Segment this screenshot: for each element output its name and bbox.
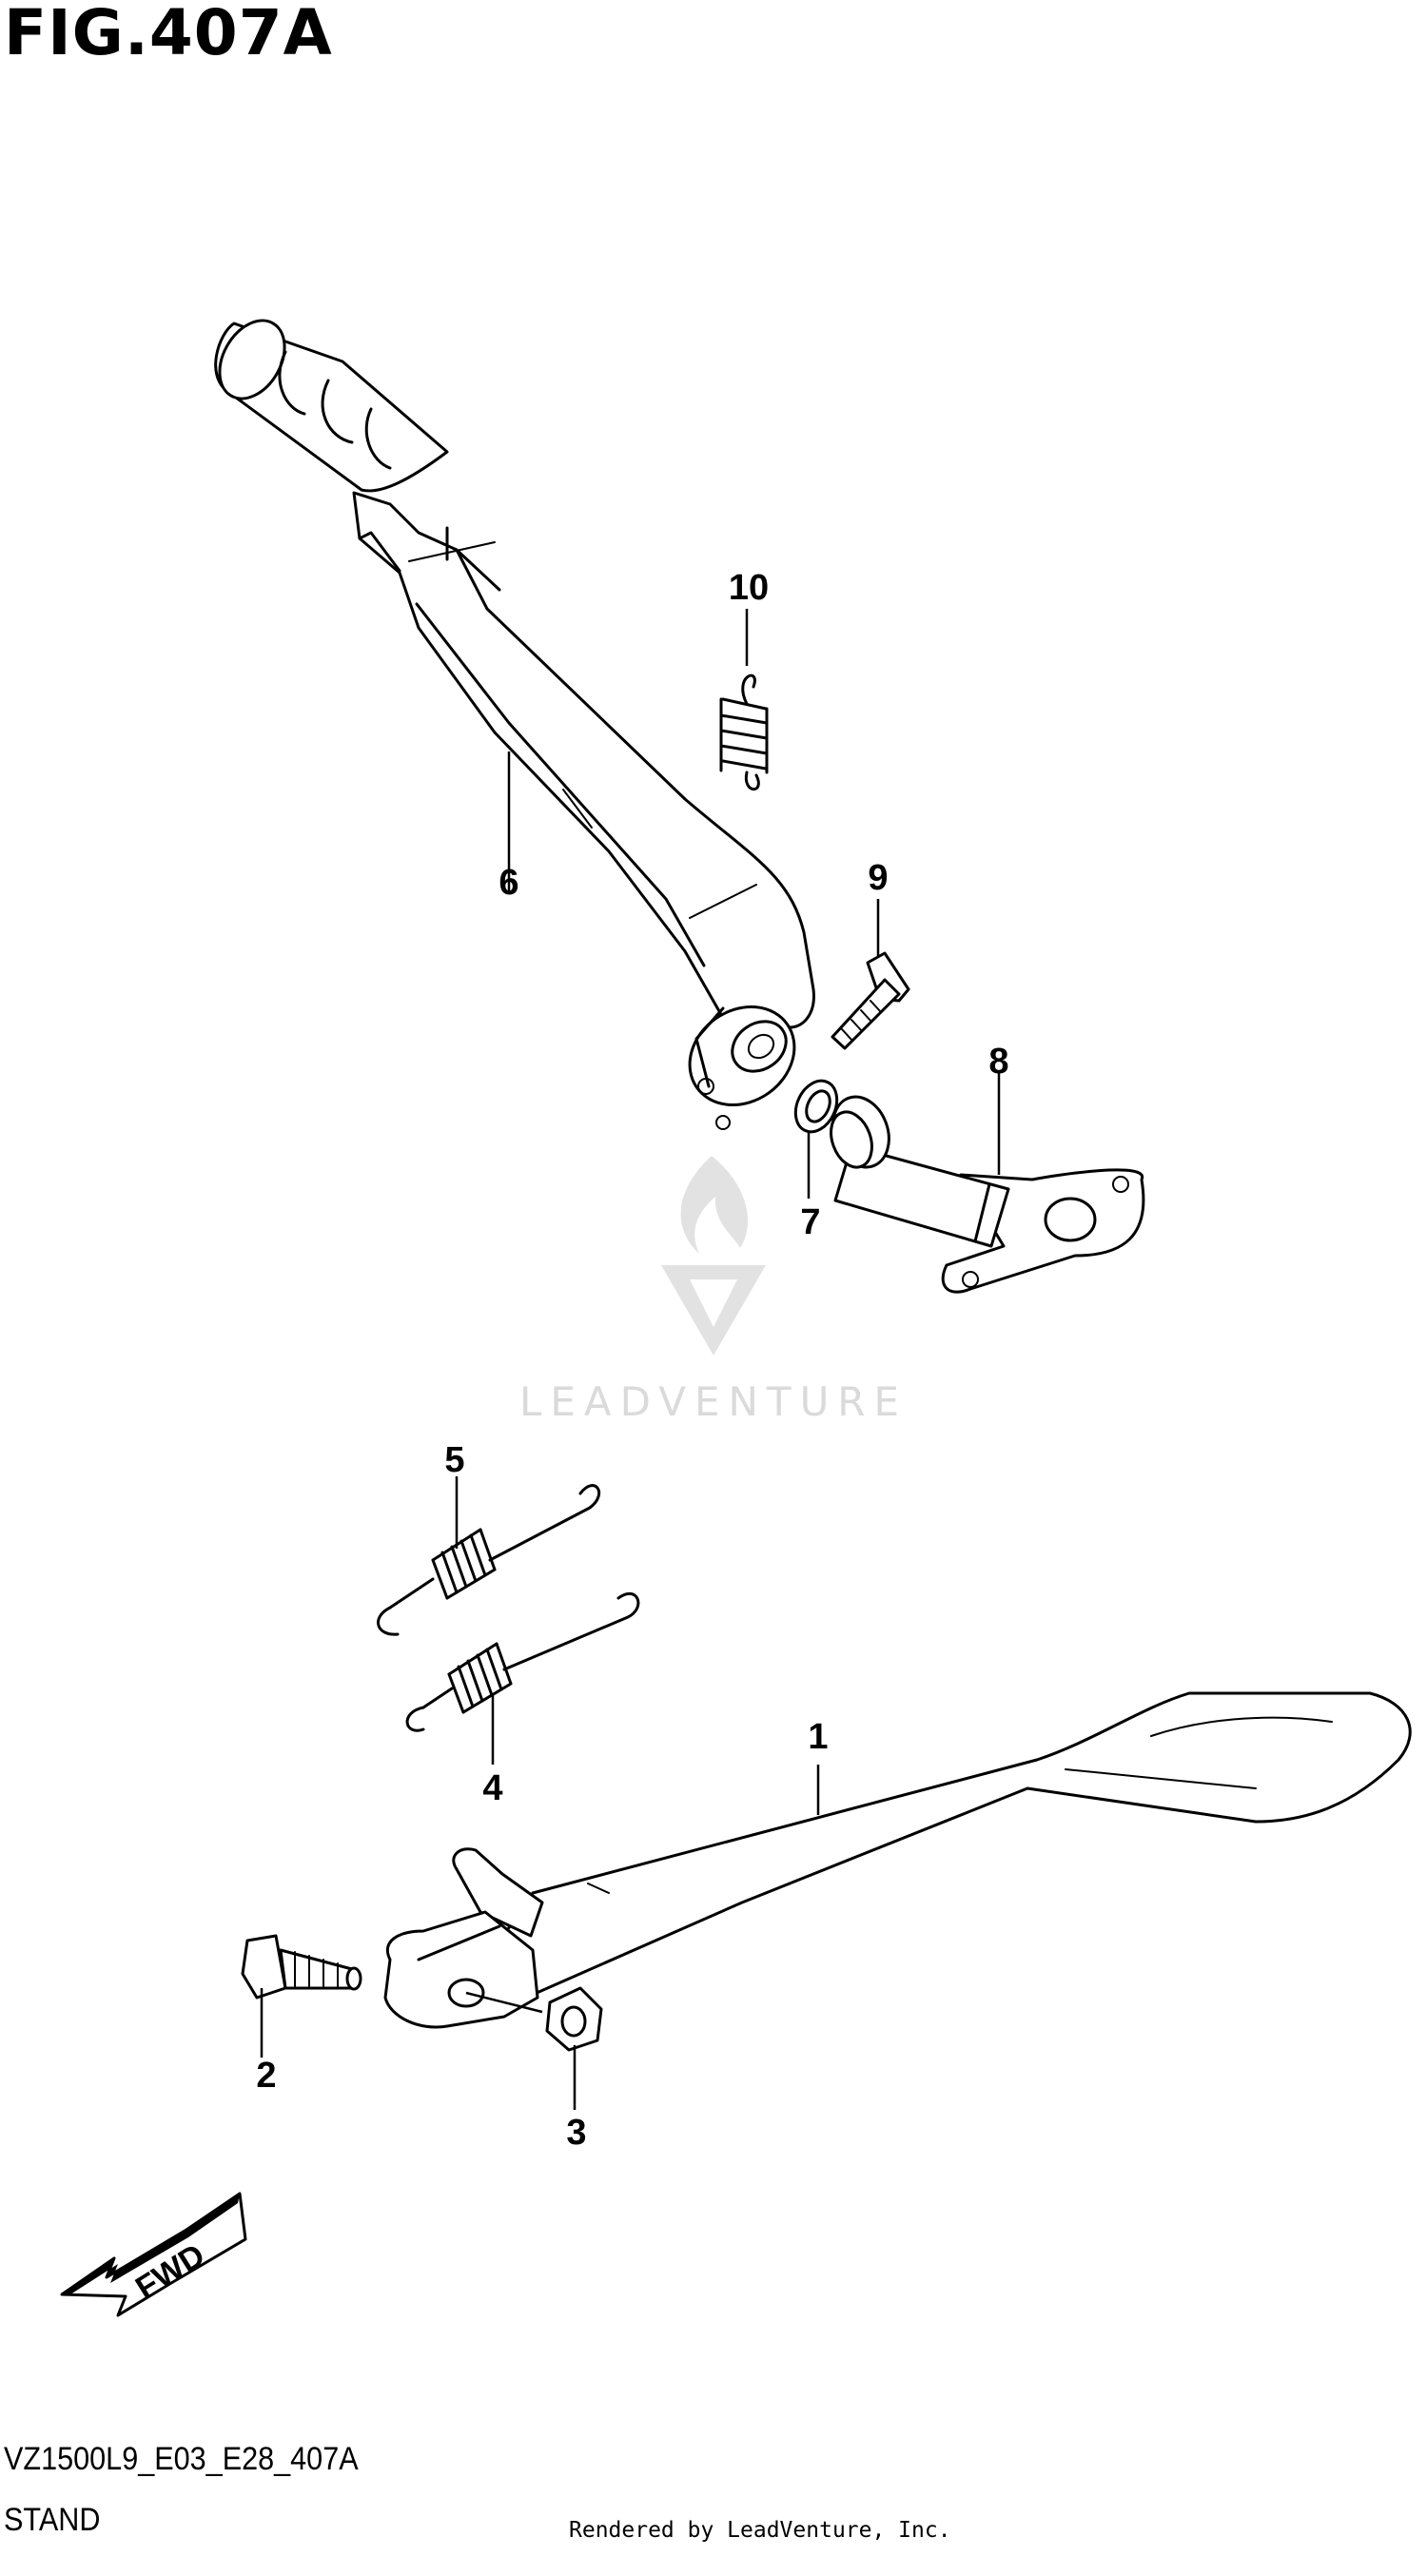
watermark-text: LEADVENTURE	[519, 1378, 908, 1425]
fwd-arrow-icon: FWD	[60, 2192, 247, 2317]
part-2-bolt	[241, 1934, 362, 2000]
part-5-spring	[377, 1484, 601, 1636]
callout-2: 2	[256, 2056, 276, 2096]
part-9-bolt	[831, 951, 910, 1050]
callout-4: 4	[482, 1768, 502, 1808]
callout-8: 8	[988, 1042, 1008, 1082]
watermark: LEADVENTURE	[519, 1156, 908, 1425]
callout-7: 7	[800, 1202, 820, 1242]
callout-10: 10	[729, 568, 769, 608]
figure-title: FIG.407A	[4, 0, 333, 69]
part-4-spring	[405, 1591, 640, 1732]
leader-lines	[260, 609, 1001, 2110]
callout-9: 9	[868, 858, 888, 898]
callout-5: 5	[444, 1440, 464, 1480]
diagram-code: VZ1500L9_E03_E28_407A	[4, 2441, 359, 2477]
rendered-by-credit: Rendered by LeadVenture, Inc.	[569, 2518, 951, 2543]
diagram-name: STAND	[4, 2502, 101, 2538]
callouts: 1 2 3 4 5 6 7 8 9 10	[256, 568, 1008, 2153]
part-10-spring	[719, 673, 769, 791]
part-6-brake-pedal	[214, 319, 815, 1130]
part-3-nut	[545, 1986, 603, 2052]
callout-6: 6	[498, 863, 518, 903]
leadventure-logo-icon	[661, 1156, 766, 1356]
part-1-side-stand	[383, 1691, 1412, 2029]
callout-3: 3	[566, 2113, 586, 2153]
part-8-pivot-shaft	[830, 1095, 1145, 1294]
callout-1: 1	[808, 1717, 828, 1757]
